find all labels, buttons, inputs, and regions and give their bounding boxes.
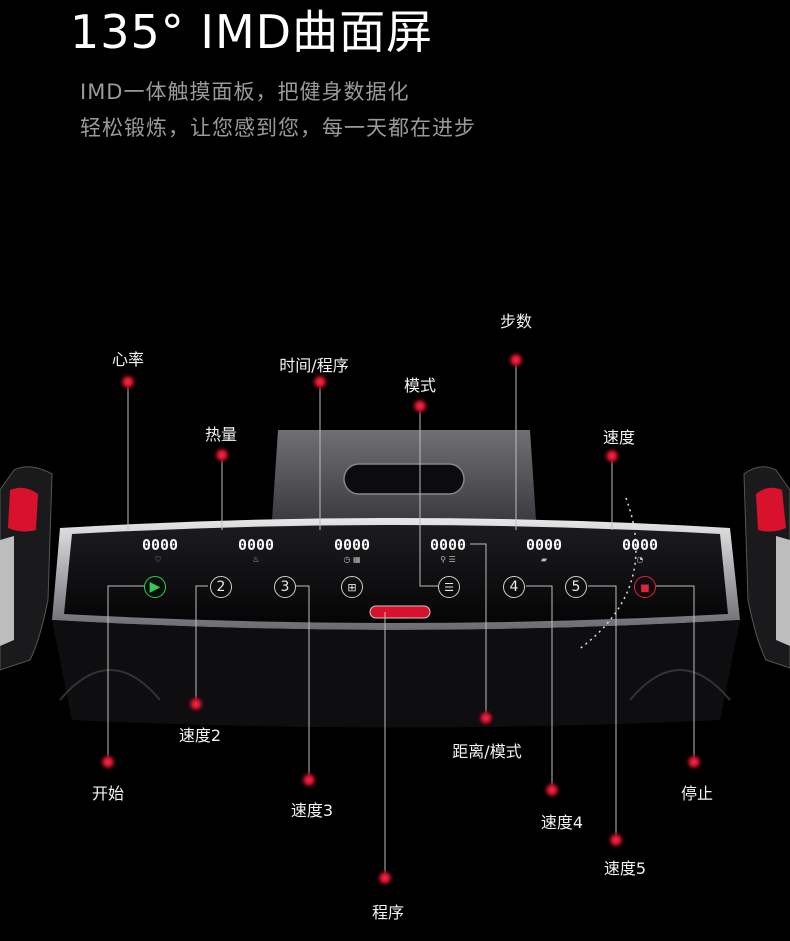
label-steps: 步数	[499, 312, 533, 331]
list-icon: ☰	[444, 581, 454, 594]
page-title: 135° IMD曲面屏	[70, 5, 434, 59]
label-calories: 热量	[204, 425, 238, 444]
calories-readout: 0000	[237, 536, 275, 554]
speed3-button[interactable]: 3	[274, 576, 296, 598]
label-mode: 模式	[403, 376, 437, 395]
label-speed2: 速度2	[178, 726, 222, 745]
label-distance-mode: 距离/模式	[452, 742, 522, 761]
speed4-button[interactable]: 4	[503, 576, 525, 598]
label-speed3: 速度3	[290, 801, 334, 820]
play-icon: ▶	[149, 579, 161, 595]
callout-dots	[99, 351, 703, 887]
distance-mode-readout: 0000	[429, 536, 467, 554]
speed-readout: 0000	[621, 536, 659, 554]
console-body	[52, 518, 740, 728]
stop-button[interactable]: ■	[634, 576, 656, 598]
subtitle-line-1: IMD一体触摸面板，把健身数据化	[80, 80, 410, 104]
shoe-icon: ▰	[540, 555, 548, 564]
heart-icon: ♡	[154, 555, 162, 564]
speed5-button[interactable]: 5	[565, 576, 587, 598]
label-start: 开始	[91, 784, 125, 803]
label-speed4: 速度4	[540, 813, 584, 832]
heart-rate-readout: 0000	[141, 536, 179, 554]
callout-lines	[107, 360, 695, 878]
left-handle	[0, 466, 53, 671]
steps-readout: 0000	[525, 536, 563, 554]
program-button[interactable]: ⊞	[341, 576, 363, 598]
label-speed: 速度	[602, 428, 636, 447]
speed2-button[interactable]: 2	[210, 576, 232, 598]
label-speed5: 速度5	[603, 859, 647, 878]
label-heart-rate: 心率	[111, 350, 145, 369]
right-handle	[743, 466, 790, 669]
clock-icon: ◷ ▦	[343, 555, 361, 564]
label-stop: 停止	[680, 784, 714, 803]
runner-icon: ⚲ ☰	[440, 555, 456, 564]
speedometer-icon: ◔	[636, 555, 644, 564]
tablet-holder	[272, 430, 536, 520]
grid-icon: ⊞	[347, 581, 357, 594]
start-button[interactable]: ▶	[144, 576, 166, 598]
time-program-readout: 0000	[333, 536, 371, 554]
curve-angle-arc	[577, 497, 637, 651]
mode-button[interactable]: ☰	[438, 576, 460, 598]
label-time-program: 时间/程序	[279, 356, 349, 375]
flame-icon: ♨	[252, 555, 260, 564]
stop-icon: ■	[640, 583, 650, 594]
subtitle-line-2: 轻松锻炼，让您感到您，每一天都在进步	[80, 116, 476, 140]
label-program: 程序	[371, 903, 405, 922]
